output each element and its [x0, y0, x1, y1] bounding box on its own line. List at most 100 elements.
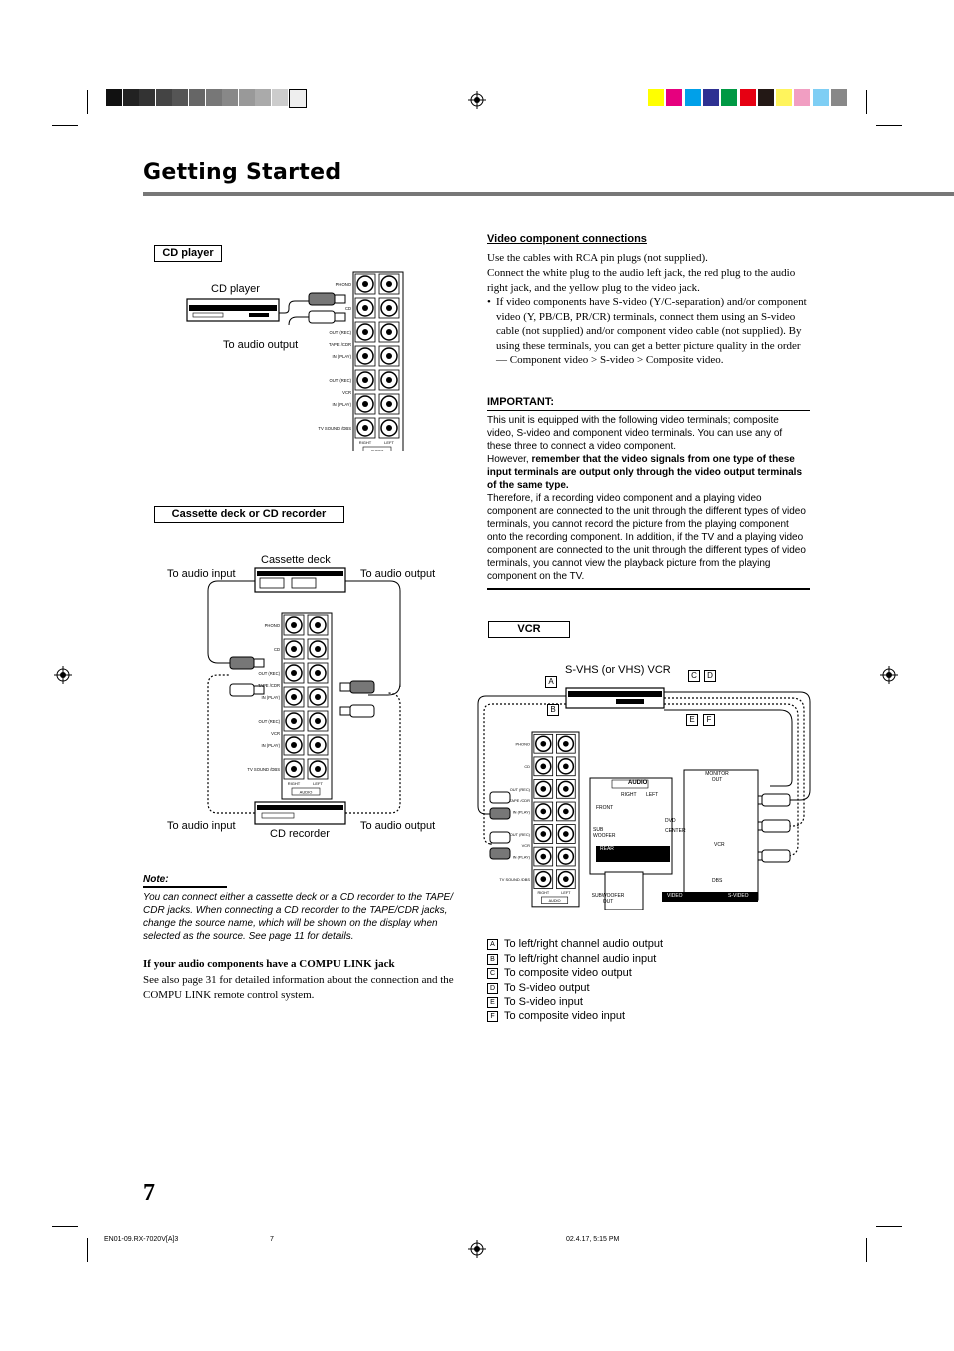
- video-bullet: • If video components have S-video (Y/C-…: [487, 295, 812, 368]
- cd-recorder-label: CD recorder: [270, 828, 330, 840]
- legend-key: D: [487, 982, 498, 994]
- legend-text: To S-video input: [504, 996, 583, 1008]
- cd-player-label: CD player: [211, 283, 260, 295]
- gray-swatch: [222, 89, 239, 106]
- cd-recorder-device: [254, 801, 346, 825]
- rca-plug-icon: [339, 680, 375, 718]
- panel-audio-label: AUDIO: [549, 899, 561, 903]
- panel-audio-label: AUDIO: [300, 790, 313, 795]
- vcr-right-label: RIGHT: [621, 792, 637, 798]
- panel-label: PHONO: [336, 282, 352, 287]
- panel-label: PHONO: [516, 742, 530, 747]
- panel-label: IN (PLAY): [332, 402, 351, 407]
- rca-plug-icon: [489, 791, 511, 860]
- panel-label: VCR: [522, 843, 530, 848]
- page-title: Getting Started: [143, 160, 342, 185]
- vcr-video-label: VIDEO: [667, 893, 683, 899]
- vcr-device-label: S-VHS (or VHS) VCR: [565, 664, 671, 676]
- vcr-device: [565, 687, 665, 709]
- footer-file: EN01-09.RX-7020V[A]3: [104, 1236, 179, 1243]
- vcr-dvd-label: DVD: [665, 818, 676, 824]
- jack-center-icon: [540, 831, 547, 837]
- panel-label: OUT (REC): [510, 832, 531, 837]
- color-swatch: [666, 89, 683, 106]
- video-paragraph-1: Use the cables with RCA pin plugs (not s…: [487, 252, 708, 264]
- panel-audio-box: [541, 896, 569, 904]
- vcr-monitor-out-label: MONITOR OUT: [705, 771, 729, 783]
- jack-center-icon: [386, 425, 392, 431]
- gray-swatch: [139, 89, 156, 106]
- panel-label: TV SOUND /DBS: [499, 877, 530, 882]
- registration-mark-icon: [468, 1240, 486, 1258]
- jack-center-icon: [563, 763, 569, 770]
- jack-center-icon: [563, 831, 569, 837]
- vcr-subwoofer-out-label: SUBWOOFER OUT: [591, 893, 625, 905]
- jack-center-icon: [386, 377, 392, 383]
- color-swatch: [831, 89, 847, 106]
- video-bullet-text: If video components have S-video (Y/C-se…: [496, 296, 807, 366]
- important-heading: IMPORTANT:: [487, 396, 555, 408]
- jack-center-icon: [540, 786, 547, 792]
- panel-label: IN (PLAY): [332, 354, 351, 359]
- panel-label: VCR: [342, 390, 351, 395]
- legend-text: To S-video output: [504, 982, 590, 994]
- panel-label: TV SOUND /DBS: [318, 426, 351, 431]
- vcr-left-label: LEFT: [646, 792, 659, 798]
- color-swatch: [812, 89, 829, 106]
- page-number: 7: [143, 1180, 155, 1206]
- gray-swatch: [255, 89, 272, 106]
- gray-swatch: [189, 89, 205, 106]
- jack-center-icon: [291, 694, 297, 700]
- registration-mark-icon: [54, 666, 72, 684]
- vcr-audio-label: AUDIO: [628, 780, 648, 786]
- video-panel: [589, 769, 759, 910]
- jack-center-icon: [291, 622, 297, 628]
- panel-right-label: RIGHT: [537, 891, 549, 895]
- jack-center-icon: [291, 766, 297, 772]
- note-heading: Note:: [143, 874, 169, 885]
- jack-center-icon: [386, 401, 392, 407]
- important-text-3: Therefore, if a recording video componen…: [487, 493, 806, 582]
- jack-center-icon: [291, 670, 297, 676]
- panel-label: IN (PLAY): [261, 695, 280, 700]
- bullet-icon: •: [487, 296, 491, 308]
- legend-text: To left/right channel audio input: [504, 953, 657, 965]
- jack-center-icon: [362, 377, 368, 383]
- note-rule: [143, 886, 227, 888]
- jack-center-icon: [563, 808, 569, 815]
- color-swatch: [757, 89, 774, 106]
- cd-player-device: [186, 298, 280, 322]
- jack-center-icon: [362, 425, 368, 431]
- panel-left-label: LEFT: [561, 891, 571, 895]
- panel-label: OUT (REC): [510, 787, 531, 792]
- vcr-vcr-label: VCR: [714, 842, 725, 848]
- gray-swatch: [205, 89, 222, 106]
- panel-label: OUT (REC): [329, 330, 351, 335]
- panel-label: VCR: [271, 731, 280, 736]
- jack-center-icon: [563, 740, 569, 747]
- panel-label: TAPE /CDR: [258, 683, 280, 688]
- gray-swatch: [272, 89, 288, 106]
- jack-center-icon: [315, 670, 321, 676]
- vcr-dbs-label: DBS: [712, 878, 723, 884]
- compu-link-heading: If your audio components have a COMPU LI…: [143, 958, 395, 970]
- note-text: You can connect either a cassette deck o…: [143, 892, 453, 942]
- jack-center-icon: [540, 853, 547, 860]
- panel-label: OUT (REC): [258, 671, 280, 676]
- panel-label: TV SOUND /DBS: [247, 767, 280, 772]
- panel-label: IN (PLAY): [513, 854, 531, 859]
- video-heading: Video component connections: [487, 233, 647, 245]
- letter-d: D: [704, 670, 716, 682]
- to-audio-input-top: To audio input: [167, 568, 236, 580]
- jack-center-icon: [386, 353, 392, 359]
- cd-audio-output-label: To audio output: [223, 339, 299, 351]
- cassette-deck-device: [254, 567, 346, 593]
- jack-center-icon: [540, 740, 547, 747]
- important-text-2-bold: remember that the video signals from one…: [487, 454, 803, 491]
